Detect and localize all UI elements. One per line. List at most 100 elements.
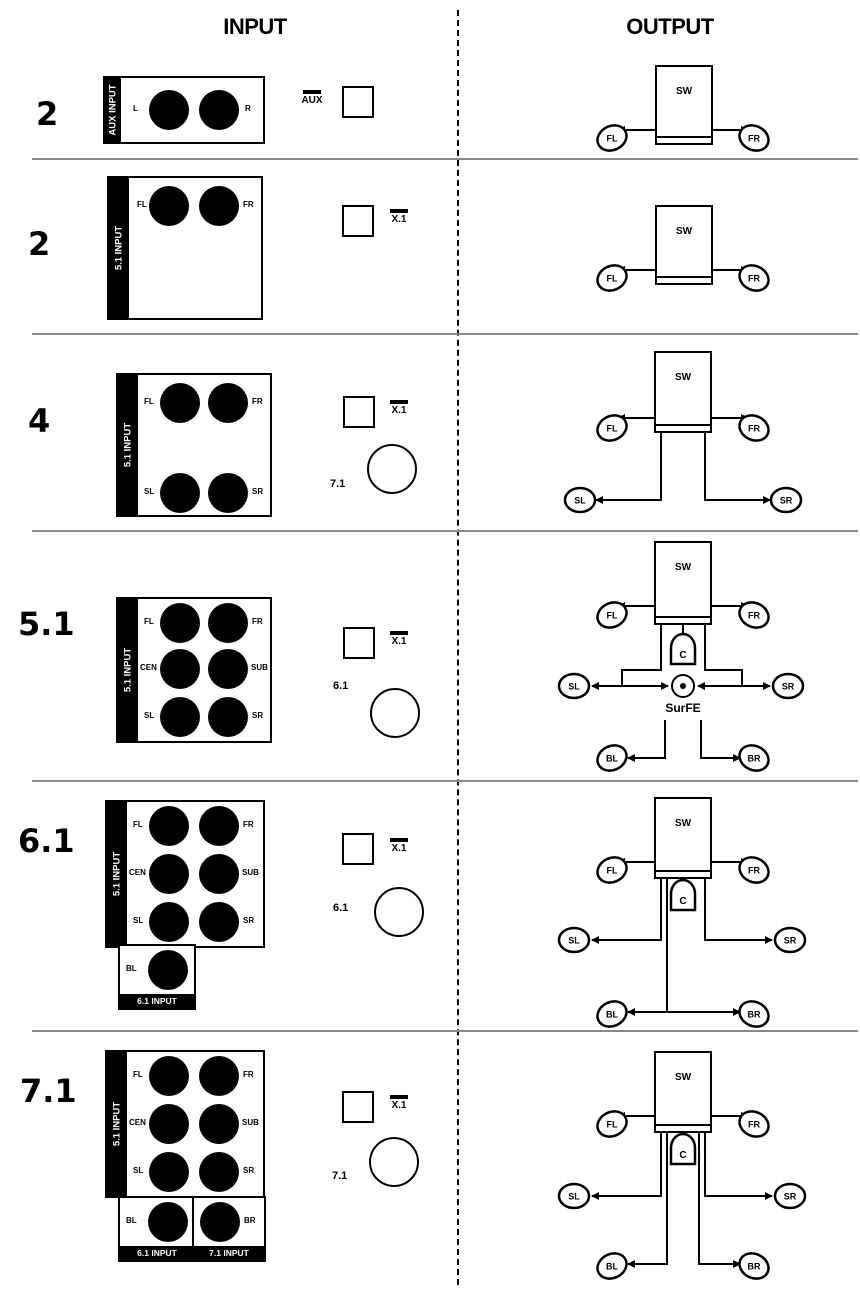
speaker-label: FR [748,1120,760,1130]
channel-count: 2 [36,95,59,133]
rca-jack-fr[interactable] [208,383,248,423]
rca-jack-sub[interactable] [199,854,239,894]
x1-select-button[interactable] [342,833,374,865]
speaker-label: BL [606,1010,618,1020]
jack-label: FR [243,820,254,829]
input-header: INPUT [223,14,287,39]
speaker-sl-icon: SL [563,486,597,514]
mode-knob[interactable] [369,1137,419,1187]
speaker-fr-icon: FR [738,856,770,884]
jack-label: SL [133,916,144,925]
jack-label: FL [133,1070,143,1079]
rca-jack-cen[interactable] [149,854,189,894]
surround-subwoofer-icon: SurFE [665,674,701,715]
speaker-sr-icon: SR [773,1182,807,1210]
subwoofer-box: SW [654,541,712,625]
jack-label: CEN [140,663,157,672]
panel-label: 7.1 INPUT [194,1246,264,1260]
rca-jack-sr[interactable] [199,902,239,942]
rca-jack-cen[interactable] [149,1104,189,1144]
rca-jack-sub[interactable] [208,649,248,689]
speaker-label: FR [748,274,760,284]
rca-jack-bl[interactable] [148,950,188,990]
subwoofer-box: SW [654,1051,712,1133]
rca-jack-fl[interactable] [149,1056,189,1096]
rca-jack-sr[interactable] [199,1152,239,1192]
x1-select-button[interactable] [343,396,375,428]
speaker-fr-icon: FR [738,1110,770,1138]
speaker-fl-icon: FL [596,856,628,884]
jack-label: SR [243,916,255,925]
speaker-label: SR [782,682,795,692]
rca-jack-fr[interactable] [208,603,248,643]
rca-jack-fl[interactable] [160,383,200,423]
speaker-sr-icon: SR [771,672,805,700]
speaker-label: SL [568,1192,580,1202]
channel-count: 2 [28,225,51,263]
jack-label: FR [252,397,263,406]
mode-knob[interactable] [367,444,417,494]
center-label: C [679,650,686,661]
rca-jack-sl[interactable] [160,473,200,513]
input-panel-7-1: BR 7.1 INPUT [192,1196,266,1262]
mode-knob[interactable] [370,688,420,738]
x1-select-button[interactable] [343,627,375,659]
aux-select-button[interactable] [342,86,374,118]
channel-count: 7.1 [20,1072,77,1110]
panel-label: 5.1 INPUT [122,647,134,693]
speaker-label: BR [748,1262,761,1272]
rca-jack-fl[interactable] [160,603,200,643]
subwoofer-label: SW [675,818,692,829]
rca-jack-fl[interactable] [149,186,189,226]
speaker-br-icon: BR [738,1000,770,1028]
rca-jack-sl[interactable] [149,1152,189,1192]
rca-jack-sl[interactable] [149,902,189,942]
speaker-sr-icon: SR [773,926,807,954]
rca-jack-cen[interactable] [160,649,200,689]
speaker-sl-icon: SL [557,926,591,954]
row-separator [32,780,858,782]
subwoofer-label: SW [675,372,692,383]
panel-label: 5.1 INPUT [111,1101,123,1147]
speaker-sl-icon: SL [557,672,591,700]
panel-label: AUX INPUT [107,84,119,136]
surround-sub-label: SurFE [665,701,700,715]
mode-switch-label: X.1 [384,838,414,854]
rca-jack-br[interactable] [200,1202,240,1242]
center-speaker-icon: C [669,878,697,912]
rca-jack-bl[interactable] [148,1202,188,1242]
speaker-label: FR [748,424,760,434]
rca-jack-fr[interactable] [199,186,239,226]
panel-label-strip: 5.1 INPUT [118,375,138,515]
speaker-fl-icon: FL [596,414,628,442]
panel-label: 6.1 INPUT [120,994,194,1008]
rca-jack-fr[interactable] [199,1056,239,1096]
rca-jack-sr[interactable] [208,697,248,737]
jack-label: SR [252,487,264,496]
jack-label: SL [144,487,155,496]
x1-select-button[interactable] [342,205,374,237]
mode-switch-label: AUX [297,90,327,106]
rca-jack-sr[interactable] [208,473,248,513]
speaker-label: FR [748,134,760,144]
center-divider [457,10,459,1285]
jack-label: SUB [242,1118,259,1127]
rca-jack-sl[interactable] [160,697,200,737]
mode-knob[interactable] [374,887,424,937]
rca-jack-fr[interactable] [199,806,239,846]
mode-switch-text: AUX [301,95,323,106]
mode-switch-text: X.1 [391,636,407,647]
speaker-label: SL [568,682,580,692]
rca-jack-fl[interactable] [149,806,189,846]
input-panel-5-1: 5.1 INPUT FL FR [107,176,263,320]
mode-switch-text: X.1 [391,1100,407,1111]
jack-label: FR [252,617,263,626]
rca-jack-l[interactable] [149,90,189,130]
speaker-fl-icon: FL [596,1110,628,1138]
jack-label: FL [144,397,154,406]
rca-jack-sub[interactable] [199,1104,239,1144]
jack-label: FL [144,617,154,626]
x1-select-button[interactable] [342,1091,374,1123]
jack-label: SR [243,1166,255,1175]
rca-jack-r[interactable] [199,90,239,130]
